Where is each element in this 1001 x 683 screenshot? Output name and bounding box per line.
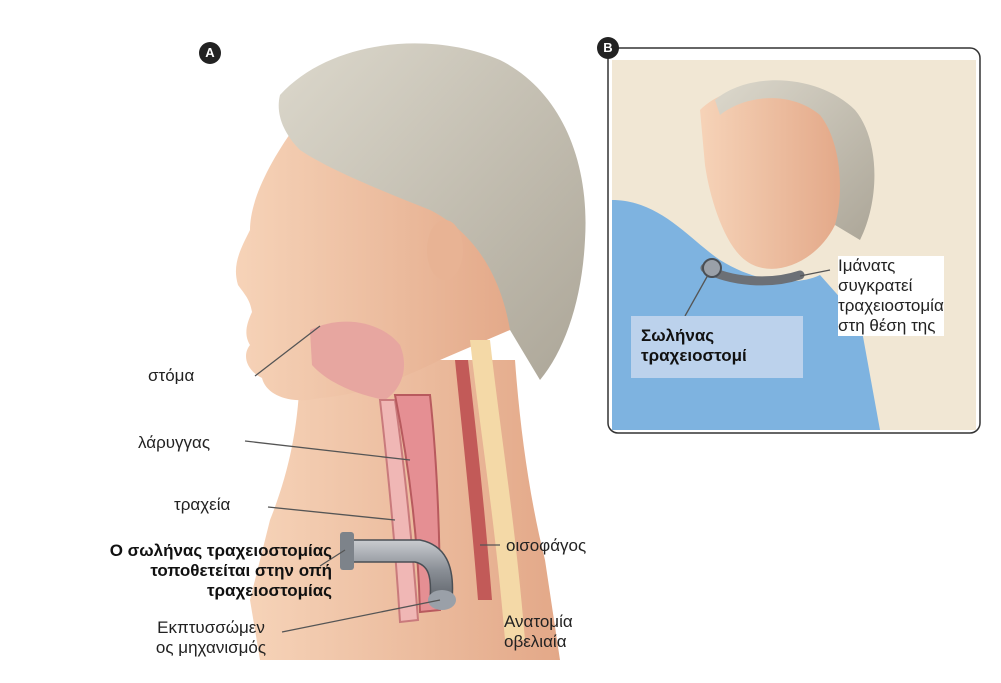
label-tube-placement: Ο σωλήνας τραχειοστομίας τοποθετείται στ…: [20, 541, 332, 601]
trach-opening-shape: [703, 259, 721, 277]
label-deployable: Εκπτυσσώμεν ος μηχανισμός: [140, 618, 282, 658]
label-strap-line2: συγκρατεί: [838, 276, 944, 296]
label-mouth: στόμα: [148, 366, 194, 386]
panel-b-badge: B: [597, 37, 619, 59]
label-larynx: λάρυγγας: [138, 433, 210, 453]
ear-shape: [427, 220, 463, 280]
label-strap: Ιμάνατς συγκρατεί τραχειοστομία στη θέση…: [838, 256, 944, 336]
label-strap-line1: Ιμάνατς: [838, 256, 944, 276]
label-sagittal-line1: Ανατομία: [504, 612, 573, 632]
trach-flange-shape: [340, 532, 354, 570]
label-tube-b: Σωλήνας τραχειοστομί: [641, 326, 747, 366]
label-tube-b-line1: Σωλήνας: [641, 326, 747, 346]
panel-a-badge: A: [199, 42, 221, 64]
label-sagittal-line2: οβελιαία: [504, 632, 573, 652]
label-esophagus: οισοφάγος: [506, 536, 586, 556]
label-deployable-line2: ος μηχανισμός: [140, 638, 282, 658]
label-sagittal: Ανατομία οβελιαία: [504, 612, 573, 652]
label-strap-line4: στη θέση της: [838, 316, 944, 336]
label-strap-line3: τραχειοστομία: [838, 296, 944, 316]
label-tube-placement-line2: τοποθετείται στην οπή: [20, 561, 332, 581]
label-deployable-line1: Εκπτυσσώμεν: [140, 618, 282, 638]
cuff-shape: [428, 590, 456, 610]
label-tube-placement-line1: Ο σωλήνας τραχειοστομίας: [20, 541, 332, 561]
label-tube-placement-line3: τραχειοστομίας: [20, 581, 332, 601]
label-tube-b-line2: τραχειοστομί: [641, 346, 747, 366]
label-trachea: τραχεία: [174, 495, 230, 515]
